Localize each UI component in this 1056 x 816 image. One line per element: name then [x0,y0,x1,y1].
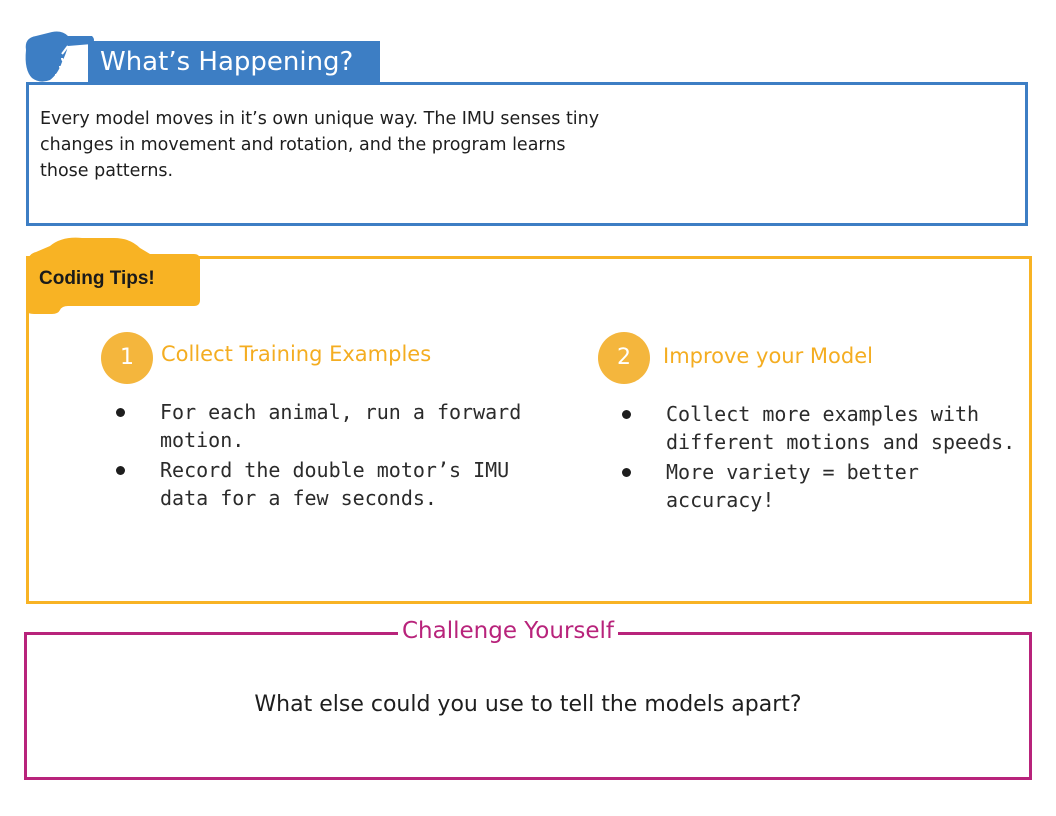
coding-tips-box [26,256,1032,604]
bullet-text: Collect more examples with different mot… [666,402,1016,454]
bullet-dot [622,468,631,477]
bullet-dot [116,408,125,417]
bullet-dot [622,410,631,419]
tip-heading: Improve your Model [663,344,873,368]
list-item: For each animal, run a forward motion. [108,398,548,454]
pointing-hand-icon [25,31,95,82]
whats-happening-text: Every model moves in it’s own unique way… [40,109,600,181]
step-number-badge: 1 [101,332,153,384]
bullet-dot [116,466,125,475]
whats-happening-title: What’s Happening? [88,41,380,83]
tip-bullet-list: Collect more examples with different mot… [614,400,1034,516]
bullet-text: Record the double motor’s IMU data for a… [160,458,510,510]
tip-heading: Collect Training Examples [161,342,432,366]
whats-happening-box [26,82,1028,226]
step-number-badge: 2 [598,332,650,384]
challenge-title: Challenge Yourself [398,618,619,644]
coding-tips-tab [28,237,200,314]
list-item: More variety = better accuracy! [614,458,1034,514]
bullet-text: More variety = better accuracy! [666,460,919,512]
list-item: Collect more examples with different mot… [614,400,1034,456]
challenge-question: What else could you use to tell the mode… [254,692,802,717]
tip-bullet-list: For each animal, run a forward motion. R… [108,398,548,514]
bullet-text: For each animal, run a forward motion. [160,400,522,452]
coding-tips-title: Coding Tips! [39,268,155,289]
list-item: Record the double motor’s IMU data for a… [108,456,548,512]
